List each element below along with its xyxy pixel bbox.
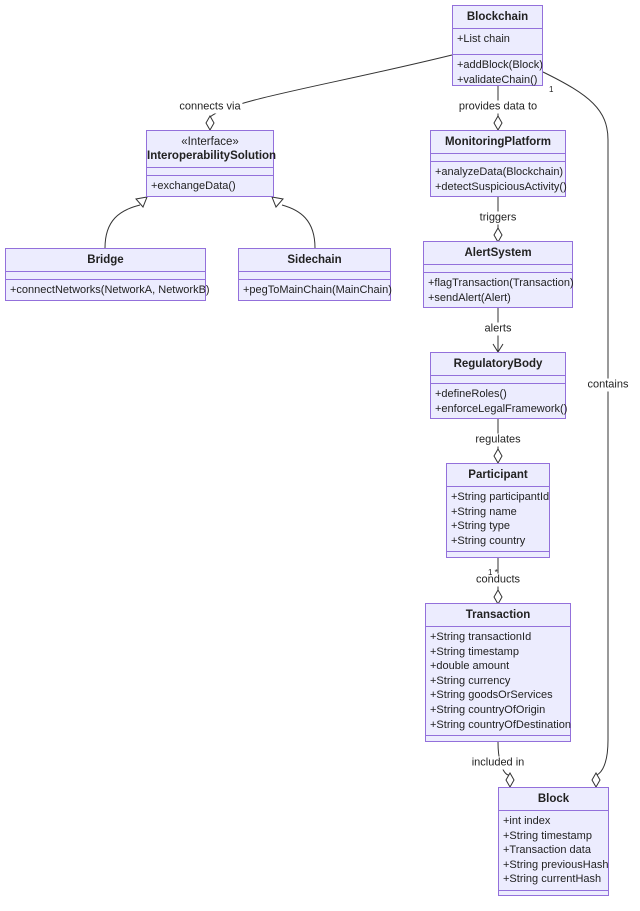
- edge-sidechain-realization: [281, 204, 316, 249]
- attribute: +String previousHash: [503, 858, 609, 871]
- attribute: +String currentHash: [503, 873, 602, 886]
- attribute: +String country: [451, 534, 526, 547]
- class-name: Sidechain: [287, 253, 342, 266]
- class-monitoring-platform[interactable]: MonitoringPlatform +analyzeData(Blockcha…: [430, 130, 567, 197]
- method: +addBlock(Block): [457, 59, 543, 71]
- method: +defineRoles(): [435, 388, 507, 400]
- class-alert-system[interactable]: AlertSystem +flagTransaction(Transaction…: [423, 241, 574, 308]
- class-block[interactable]: Block +int index +String timestamp +Tran…: [498, 787, 609, 896]
- edge-bridge-realization: [104, 204, 141, 249]
- label-triggers: triggers: [477, 211, 519, 225]
- label-contains: contains: [585, 378, 631, 392]
- attribute: +String name: [451, 505, 517, 518]
- attribute: +String countryOfDestination: [430, 718, 571, 731]
- method: +pegToMainChain(MainChain): [243, 284, 392, 296]
- class-name: MonitoringPlatform: [444, 135, 552, 148]
- edge-connects-via: [209, 54, 453, 118]
- label-conducts: conducts: [473, 573, 523, 587]
- class-transaction[interactable]: Transaction +String transactionId +Strin…: [425, 603, 571, 742]
- stereotype: «Interface»: [181, 135, 239, 148]
- method: +enforceLegalFramework(): [435, 402, 568, 415]
- class-name: Participant: [468, 468, 528, 481]
- class-interoperability-solution[interactable]: «Interface» InteroperabilitySolution +ex…: [146, 130, 277, 197]
- method: +exchangeData(): [151, 180, 236, 192]
- aggregation-diamond: [591, 771, 601, 789]
- realization-arrow: [271, 196, 284, 208]
- label-included-in: included in: [469, 756, 527, 770]
- attribute: +String goodsOrServices: [430, 689, 553, 702]
- attribute: +String countryOfOrigin: [430, 703, 546, 716]
- method: +analyzeData(Blockchain): [435, 166, 564, 178]
- aggregation-diamond: [493, 588, 503, 606]
- aggregation-diamond: [205, 114, 215, 132]
- attribute: +String transactionId: [430, 631, 532, 643]
- aggregation-diamond: [493, 114, 503, 132]
- attribute: +String timestamp: [430, 645, 519, 658]
- class-blockchain[interactable]: Blockchain +List chain +addBlock(Block) …: [452, 5, 543, 86]
- class-participant[interactable]: Participant +String participantId +Strin…: [446, 463, 550, 558]
- class-bridge[interactable]: Bridge +connectNetworks(NetworkA, Networ…: [5, 248, 210, 301]
- attribute: +String participantId: [451, 491, 550, 503]
- cardinality-participant-conducts: 1 *: [488, 568, 498, 577]
- realization-arrow: [135, 196, 148, 208]
- aggregation-diamond: [493, 447, 503, 465]
- method: +sendAlert(Alert): [428, 291, 511, 304]
- class-sidechain[interactable]: Sidechain +pegToMainChain(MainChain): [238, 248, 392, 301]
- attribute: +int index: [503, 815, 551, 827]
- method: +detectSuspiciousActivity(): [435, 180, 567, 193]
- label-connects-via: connects via: [177, 100, 243, 114]
- method: +validateChain(): [457, 73, 538, 86]
- cardinality-blockchain-contains: 1: [549, 85, 554, 94]
- aggregation-diamond: [493, 226, 503, 244]
- method: +flagTransaction(Transaction): [428, 277, 574, 289]
- label-alerts: alerts: [482, 322, 514, 336]
- class-name: Transaction: [465, 608, 531, 621]
- class-name: AlertSystem: [464, 246, 532, 259]
- attribute: +double amount: [430, 660, 510, 673]
- attribute: +String timestamp: [503, 829, 592, 842]
- class-name: RegulatoryBody: [453, 357, 543, 370]
- class-name: Block: [537, 792, 570, 805]
- class-regulatory-body[interactable]: RegulatoryBody +defineRoles() +enforceLe…: [430, 352, 568, 419]
- attribute: +String type: [451, 520, 511, 533]
- attribute: +String currency: [430, 674, 511, 687]
- class-name: Blockchain: [466, 10, 529, 23]
- attribute: +List chain: [457, 33, 510, 45]
- label-regulates: regulates: [473, 433, 523, 447]
- class-name: InteroperabilitySolution: [147, 149, 277, 162]
- attribute: +Transaction data: [503, 844, 591, 857]
- edge-contains: [542, 71, 609, 776]
- method: +connectNetworks(NetworkA, NetworkB): [10, 284, 210, 296]
- class-name: Bridge: [87, 253, 124, 266]
- label-provides-data-to: provides data to: [456, 100, 540, 114]
